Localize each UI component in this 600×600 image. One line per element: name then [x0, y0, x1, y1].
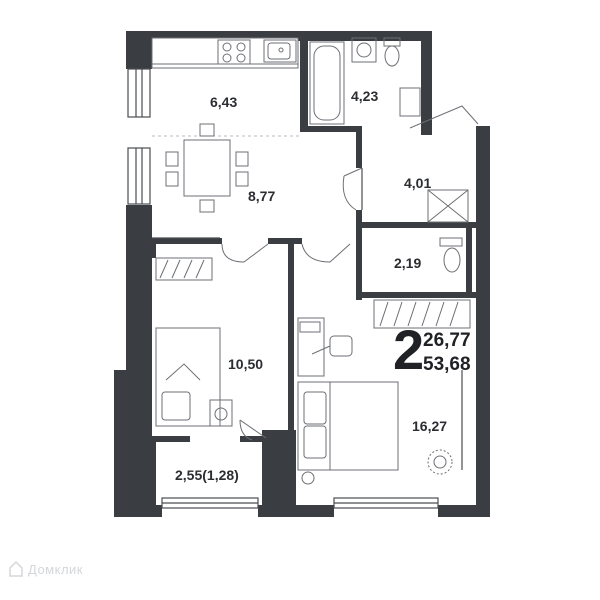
small-bedroom-furniture	[155, 257, 233, 427]
watermark: Домклик	[28, 562, 83, 577]
living-area-label: 8,77	[248, 188, 276, 204]
total-area: 53,68	[423, 354, 471, 375]
doors	[221, 105, 479, 441]
toilet-area-label: 2,19	[394, 255, 422, 271]
dining-table	[165, 123, 249, 213]
balcony-window	[161, 497, 439, 509]
kitchen-area-label: 6,43	[210, 94, 238, 110]
small-bedroom-area-label: 10,50	[228, 356, 264, 372]
balcony-area-label: 2,55(1,28)	[175, 467, 239, 483]
partition-lines	[152, 135, 363, 239]
watermark-house-icon	[9, 560, 23, 577]
hallway-area-label: 4,01	[404, 175, 432, 191]
interior-walls	[150, 36, 476, 506]
bathroom-fixtures	[309, 37, 421, 125]
living-area-total: 26,77	[423, 330, 471, 351]
bathroom-area-label: 4,23	[351, 88, 379, 104]
rooms-count: 2	[393, 318, 425, 381]
large-bedroom-furniture	[297, 299, 471, 485]
left-windows	[127, 68, 151, 205]
toilet-fixtures	[439, 237, 463, 273]
large-bedroom-area-label: 16,27	[412, 418, 448, 434]
outer-walls	[114, 31, 490, 517]
kitchen-counter	[151, 37, 299, 69]
hallway-closet	[427, 189, 469, 223]
